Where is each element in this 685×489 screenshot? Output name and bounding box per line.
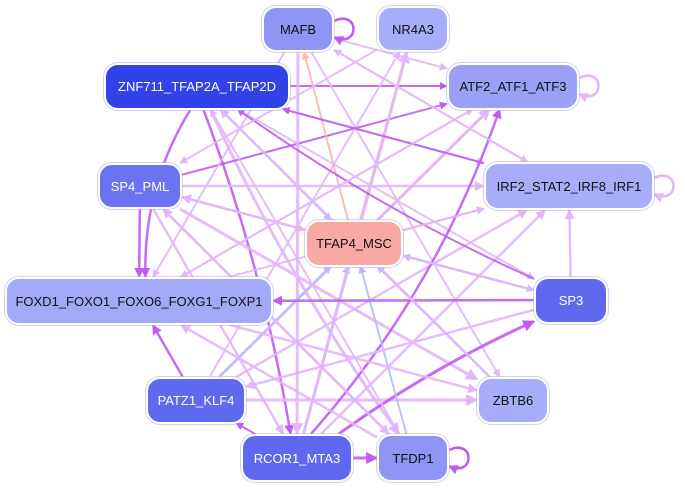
node-patz1[interactable]: PATZ1_KLF4 [146,377,246,424]
node-label: PATZ1_KLF4 [157,393,235,408]
edge-sp3-irf2 [564,209,575,278]
node-zbtb6[interactable]: ZBTB6 [477,377,549,424]
edge-irf2-mafb [333,48,529,163]
edge-sp4-zbtb6 [179,207,479,381]
self-loop-tfdp1 [448,446,470,475]
self-loop-mafb [333,17,355,46]
edge-patz1-irf2 [235,208,529,379]
node-sp4[interactable]: SP4_PML [98,163,182,209]
edge-rcor1-sp3 [337,319,536,436]
edge-mafb-atf2 [333,37,448,71]
edge-sp4-foxd1 [134,208,145,278]
edge-foxd1-zbtb6 [229,323,478,394]
node-rcor1[interactable]: RCOR1_MTA3 [241,434,353,482]
edge-patz1-nr4a3 [208,51,401,378]
edge-tfdp1-foxd1 [180,323,378,439]
edge-patz1-foxd1 [151,324,184,378]
node-nr4a3[interactable]: NR4A3 [377,6,449,52]
edge-znf711-sp3 [236,108,535,280]
node-label: SP4_PML [110,178,170,194]
node-tfap4[interactable]: TFAP4_MSC [305,220,403,267]
edge-sp3-znf711 [236,108,535,280]
node-label: ZBTB6 [492,393,534,408]
edge-atf2-foxd1 [180,108,474,278]
node-irf2[interactable]: IRF2_STAT2_IRF8_IRF1 [484,162,654,210]
edge-sp3-patz1 [245,308,535,390]
node-label: SP3 [558,293,584,308]
edge-tfdp1-sp4 [162,208,390,435]
node-label: RCOR1_MTA3 [253,450,341,466]
node-label: NR4A3 [392,21,434,37]
node-label: MAFB [279,21,317,37]
edge-rcor1-patz1 [235,422,256,435]
node-label: IRF2_STAT2_IRF8_IRF1 [496,178,642,194]
node-label: FOXD1_FOXO1_FOXO6_FOXG1_FOXP1 [15,293,263,309]
self-loop-atf2 [578,74,600,103]
node-label: TFAP4_MSC [316,236,392,251]
node-znf711[interactable]: ZNF711_TFAP2A_TFAP2D [104,63,290,110]
edge-rcor1-atf2 [309,108,502,435]
node-foxd1[interactable]: FOXD1_FOXO1_FOXO6_FOXG1_FOXP1 [5,277,273,325]
edge-sp4-atf2 [181,101,448,176]
node-label: ZNF711_TFAP2A_TFAP2D [118,79,276,94]
node-atf2[interactable]: ATF2_ATF1_ATF3 [447,63,579,110]
node-label: ATF2_ATF1_ATF3 [459,79,567,94]
node-sp3[interactable]: SP3 [534,277,608,324]
edge-sp3-foxd1 [272,295,535,306]
edge-mafb-rcor1 [291,51,304,436]
node-mafb[interactable]: MAFB [262,6,334,52]
node-tfdp1[interactable]: TFDP1 [377,434,449,482]
edge-tfdp1-znf711 [209,108,400,435]
edge-tfap4-mafb [301,51,349,221]
node-label: TFDP1 [392,450,434,466]
edge-irf2-znf711 [281,107,485,165]
self-loop-irf2 [653,174,675,203]
